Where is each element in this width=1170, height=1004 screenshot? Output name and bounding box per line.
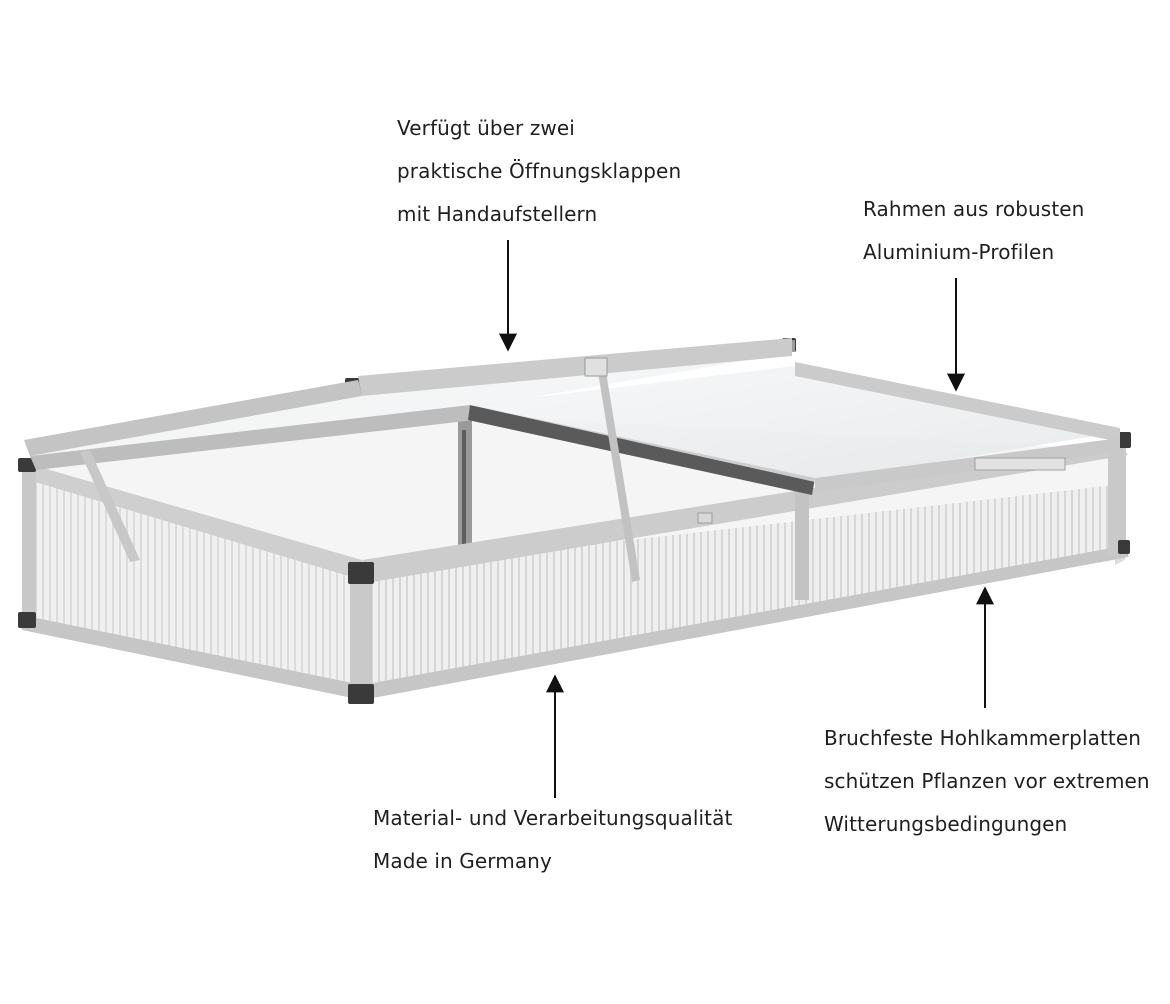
inner-posts — [458, 420, 472, 580]
callout-line: Aluminium-Profilen — [863, 240, 1055, 264]
lid-stay-props — [80, 357, 1066, 582]
callout-line: praktische Öffnungsklappen — [397, 159, 682, 183]
callout-opening-flaps: Verfügt über zwei praktische Öffnungskla… — [397, 107, 681, 236]
callout-quality: Material- und Verarbeitungsqualität Made… — [373, 797, 732, 883]
callout-line: Material- und Verarbeitungsqualität — [373, 806, 733, 830]
callout-line: Made in Germany — [373, 849, 552, 873]
callout-twin-wall-panels: Bruchfeste Hohlkammerplatten schützen Pf… — [824, 717, 1150, 846]
closed-lid — [470, 362, 1120, 492]
callout-line: Verfügt über zwei — [397, 116, 575, 140]
callout-line: schützen Pflanzen vor extremen — [824, 769, 1150, 793]
callout-line: Witterungsbedingungen — [824, 812, 1068, 836]
front-panel — [365, 485, 1115, 690]
open-lid — [24, 338, 815, 495]
callout-line: Bruchfeste Hohlkammerplatten — [824, 726, 1142, 750]
callout-arrows — [499, 240, 994, 798]
callout-line: mit Handaufstellern — [397, 202, 598, 226]
callout-line: Rahmen aus robusten — [863, 197, 1085, 221]
callout-aluminium-frame: Rahmen aus robusten Aluminium-Profilen — [863, 188, 1084, 274]
